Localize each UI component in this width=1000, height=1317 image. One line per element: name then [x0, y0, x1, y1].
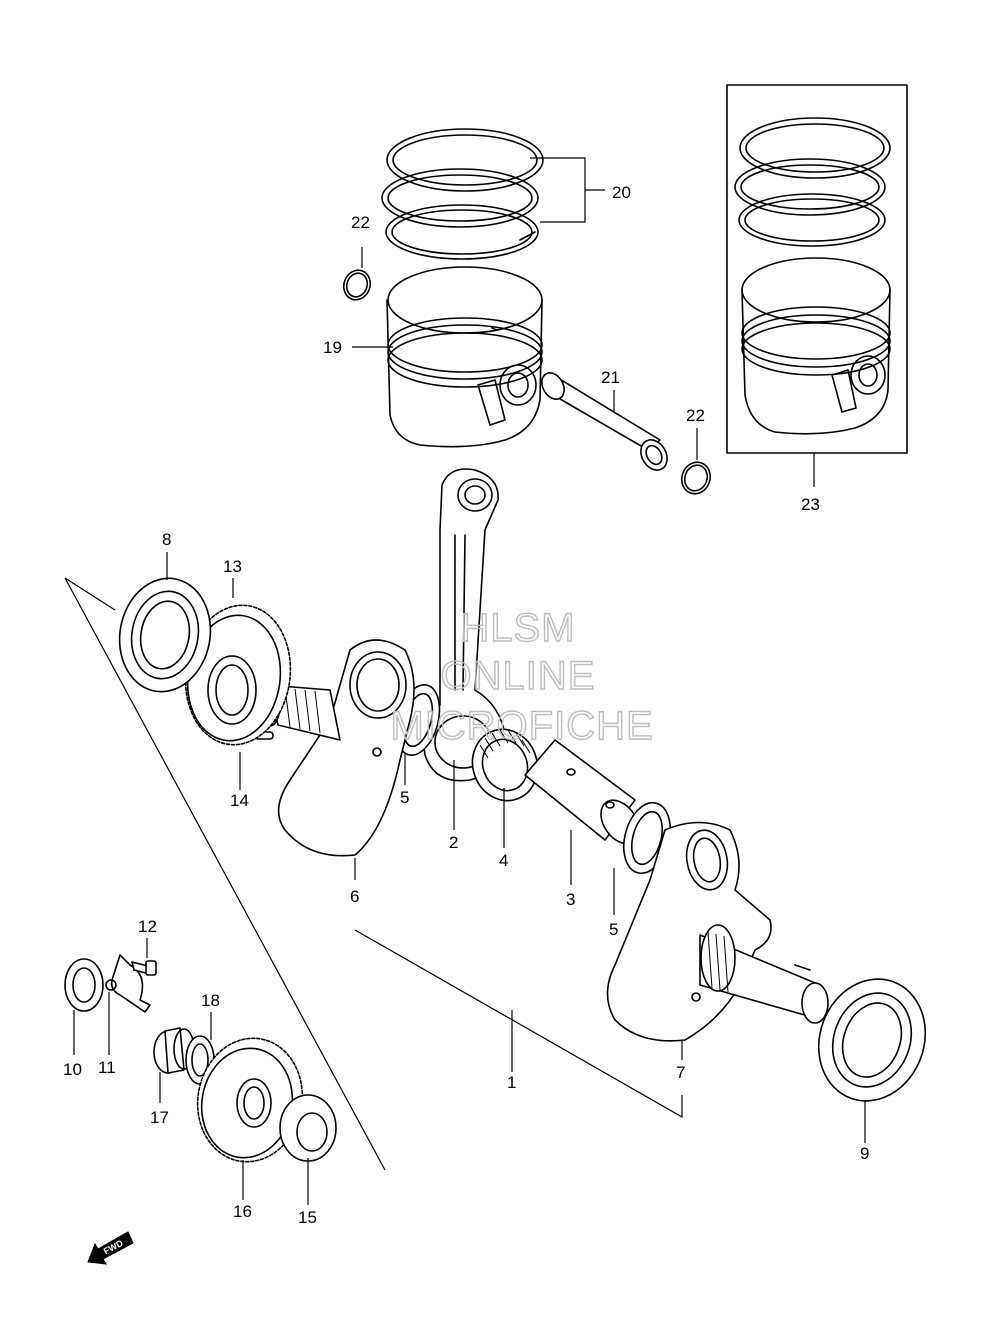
callout-16: 16	[233, 1202, 252, 1221]
splined-hub	[279, 1094, 337, 1162]
circlip-right	[680, 461, 712, 495]
callouts: 20 22 19 21 22 23 8 13 14 5 2 4 3 6 5 12…	[63, 183, 869, 1227]
callout-3: 3	[566, 890, 575, 909]
retainer-plate	[105, 954, 151, 1013]
balancer-gear	[196, 1037, 304, 1163]
fwd-arrow-icon: FWD	[87, 1231, 134, 1265]
callout-21: 21	[601, 368, 620, 387]
assembly-bracket	[354, 929, 683, 1119]
callout-19: 19	[323, 338, 342, 357]
crank-web-left	[277, 639, 415, 857]
callout-22-left: 22	[351, 213, 370, 232]
spacer	[153, 1027, 195, 1074]
callout-13: 13	[223, 557, 242, 576]
sub-assembly-outline	[64, 577, 386, 1171]
watermark: HLSM ONLINE MICROFICHE	[390, 605, 654, 748]
callout-17: 17	[150, 1108, 169, 1127]
callout-5-left: 5	[400, 788, 409, 807]
bolt	[131, 960, 157, 976]
piston-rings	[381, 128, 544, 260]
watermark-line1: HLSM	[460, 606, 575, 650]
primary-gear	[184, 604, 292, 746]
callout-15: 15	[298, 1208, 317, 1227]
callout-1: 1	[507, 1073, 516, 1092]
callout-8: 8	[162, 530, 171, 549]
crank-shaft-right	[699, 924, 829, 1024]
callout-20: 20	[612, 183, 631, 202]
piston-pin	[541, 372, 668, 471]
callout-22-right: 22	[686, 406, 705, 425]
callout-5-right: 5	[609, 920, 618, 939]
piston	[386, 266, 543, 448]
ball-bearing-left	[118, 577, 212, 693]
callout-11: 11	[98, 1058, 116, 1077]
watermark-line2: ONLINE	[441, 654, 596, 698]
needle-bearing	[471, 728, 539, 802]
ball-bearing-right	[817, 978, 927, 1102]
callout-10: 10	[63, 1060, 82, 1079]
watermark-line3: MICROFICHE	[390, 704, 653, 748]
callout-6: 6	[350, 887, 359, 906]
oil-seal	[64, 958, 104, 1012]
piston-kit-box	[726, 84, 908, 454]
circlip-left	[342, 269, 372, 301]
callout-14: 14	[230, 791, 249, 810]
callout-18: 18	[201, 991, 220, 1010]
callout-9: 9	[860, 1144, 869, 1163]
callout-23: 23	[801, 495, 820, 514]
callout-4: 4	[499, 851, 508, 870]
callout-2: 2	[449, 833, 458, 852]
callout-7: 7	[676, 1063, 685, 1082]
callout-12: 12	[138, 917, 157, 936]
leader-lines	[73, 157, 866, 1205]
